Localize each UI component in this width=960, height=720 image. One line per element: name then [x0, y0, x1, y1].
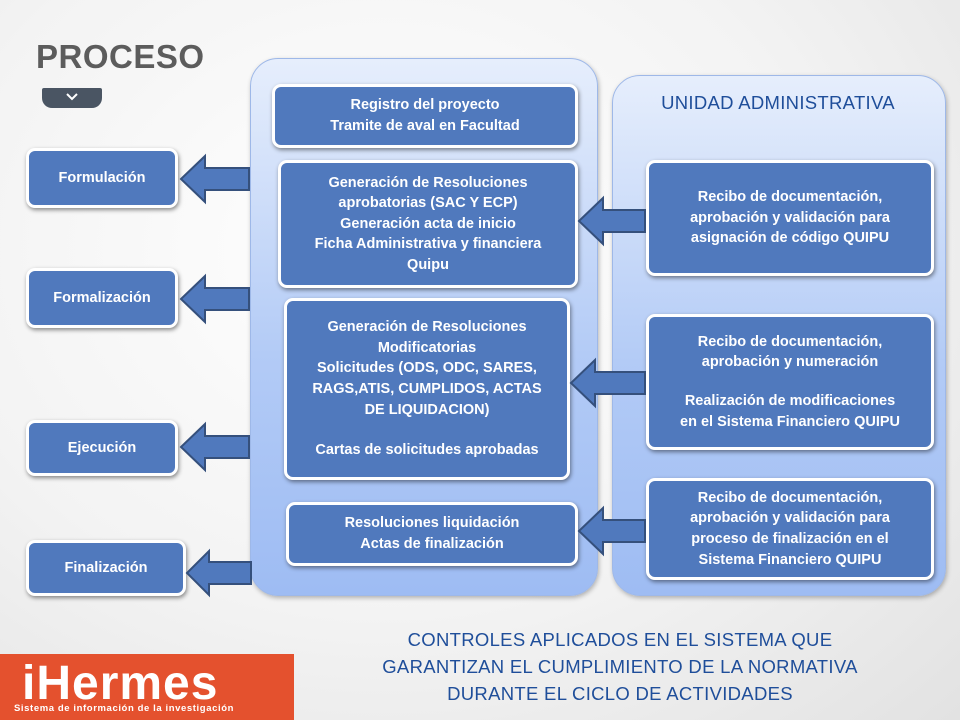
logo-wordmark: iHermes [22, 657, 219, 710]
phase-box-ejecucion: Ejecución [26, 420, 178, 476]
arrow-left-icon [185, 548, 252, 598]
arrow-left-icon [569, 357, 646, 409]
phase-box-formalizacion: Formalización [26, 268, 178, 328]
arrow-left-icon [179, 273, 250, 325]
phase-box-finalizacion: Finalización [26, 540, 186, 596]
admin-box-codigo-quipu: Recibo de documentación,aprobación y val… [646, 160, 934, 276]
page-title: PROCESO [36, 38, 205, 75]
phase-box-formulacion: Formulación [26, 148, 178, 208]
unit-title: UNIDAD ADMINISTRATIVA [661, 92, 895, 113]
arrow-left-icon [577, 505, 646, 557]
chevron-down-icon [66, 93, 78, 101]
arrow-left-icon [179, 153, 250, 205]
ihermes-logo: iHermes Sistema de información de la inv… [0, 654, 294, 720]
admin-box-finalizacion: Recibo de documentación,aprobación y val… [646, 478, 934, 580]
arrow-left-icon [577, 195, 646, 247]
logo-tagline: Sistema de información de la investigaci… [14, 703, 235, 714]
title-tab [42, 88, 102, 108]
admin-box-modificaciones: Recibo de documentación,aprobación y num… [646, 314, 934, 450]
arrow-left-icon [179, 421, 250, 473]
